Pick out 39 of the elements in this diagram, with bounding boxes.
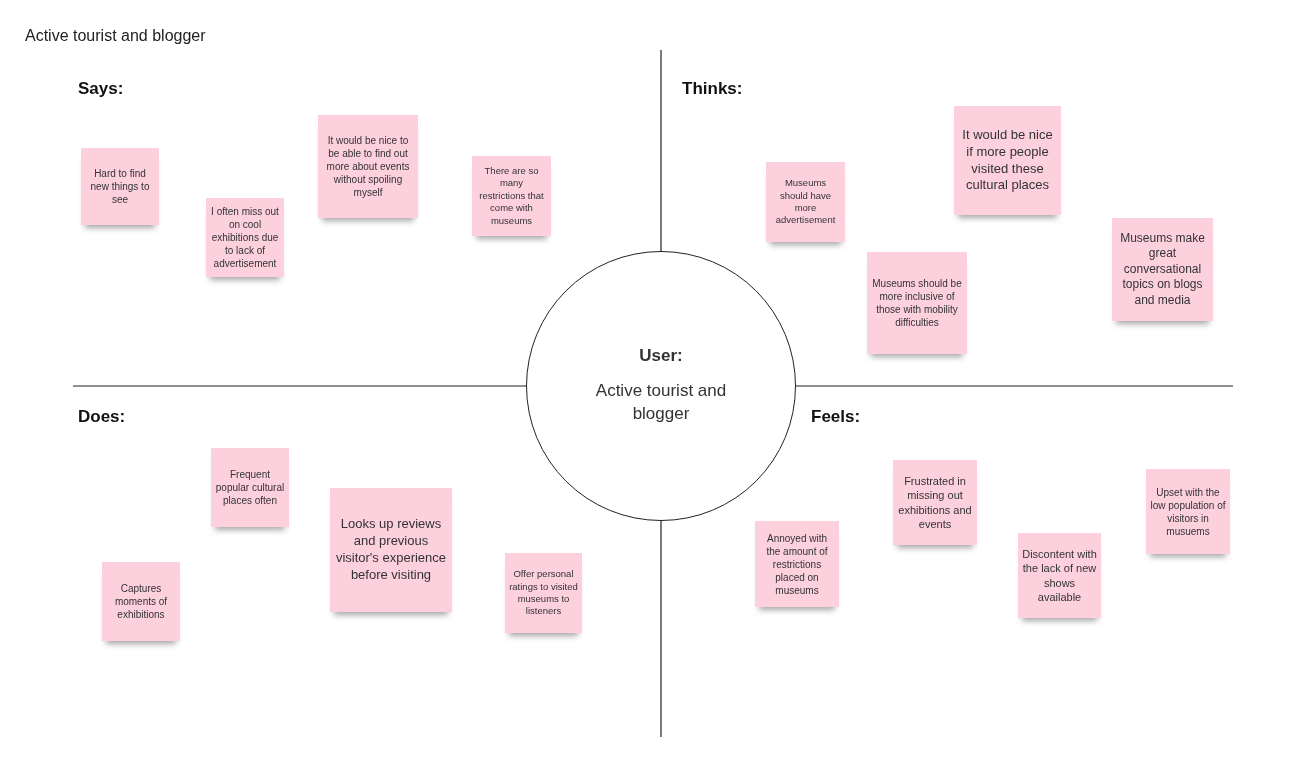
sticky-note: [472, 156, 551, 236]
persona-heading: User:: [639, 346, 683, 367]
sticky-note: [1018, 533, 1101, 618]
sticky-note: [206, 198, 284, 277]
note-text: Hard to find new things to see: [89, 167, 151, 206]
sticky-note: [755, 521, 839, 607]
note-text: Upset with the low population of visitors in musuems: [1150, 485, 1226, 538]
note-text: Frequent popular cultural places often: [215, 468, 285, 507]
note-text: Museums should be more inclusive of those with mobility difficulties: [871, 277, 963, 329]
note-text: It would be nice if more people visited these cultural places: [961, 126, 1054, 195]
quadrant-heading: Feels:: [811, 407, 861, 427]
sticky-note: [893, 460, 977, 545]
persona-name: Active tourist and blogger: [594, 380, 728, 425]
note-text: Captures moments of exhibitions: [113, 582, 169, 621]
sticky-note: [1112, 218, 1213, 321]
note-text: It would be nice to be able to find out more about events without spoiling myself: [325, 134, 411, 199]
note-text: Offer personal ratings to visited museums to listeners: [509, 568, 578, 618]
quadrant-heading: Says:: [78, 79, 124, 99]
sticky-note: [766, 162, 845, 242]
quadrant-heading: Does:: [78, 407, 126, 427]
sticky-note: [211, 448, 289, 527]
note-text: Looks up reviews and previous visitor's experience before visiting: [334, 516, 448, 584]
note-text: Frustrated in missing out exhibitions and events: [897, 473, 973, 532]
sticky-note: [318, 115, 418, 218]
sticky-note: [81, 148, 159, 225]
note-text: I often miss out on cool exhibitions due to lack of advertisement: [210, 205, 280, 270]
note-text: Discontent with the lack of new shows available: [1022, 546, 1097, 605]
sticky-note: [1146, 469, 1230, 554]
note-text: Museums should have more advertisement: [774, 177, 837, 227]
note-text: There are so many restrictions that come with museums: [478, 165, 545, 227]
sticky-note: [505, 553, 582, 633]
sticky-note: [330, 488, 452, 612]
sticky-note: [954, 106, 1061, 215]
sticky-note: [102, 562, 180, 641]
diagram-title: Active tourist and blogger: [25, 27, 206, 45]
sticky-note: [867, 252, 967, 354]
quadrant-heading: Thinks:: [682, 79, 743, 99]
note-text: Museums make great conversational topics on blogs and media: [1119, 230, 1206, 309]
note-text: Annoyed with the amount of restrictions placed on museums: [765, 531, 829, 597]
